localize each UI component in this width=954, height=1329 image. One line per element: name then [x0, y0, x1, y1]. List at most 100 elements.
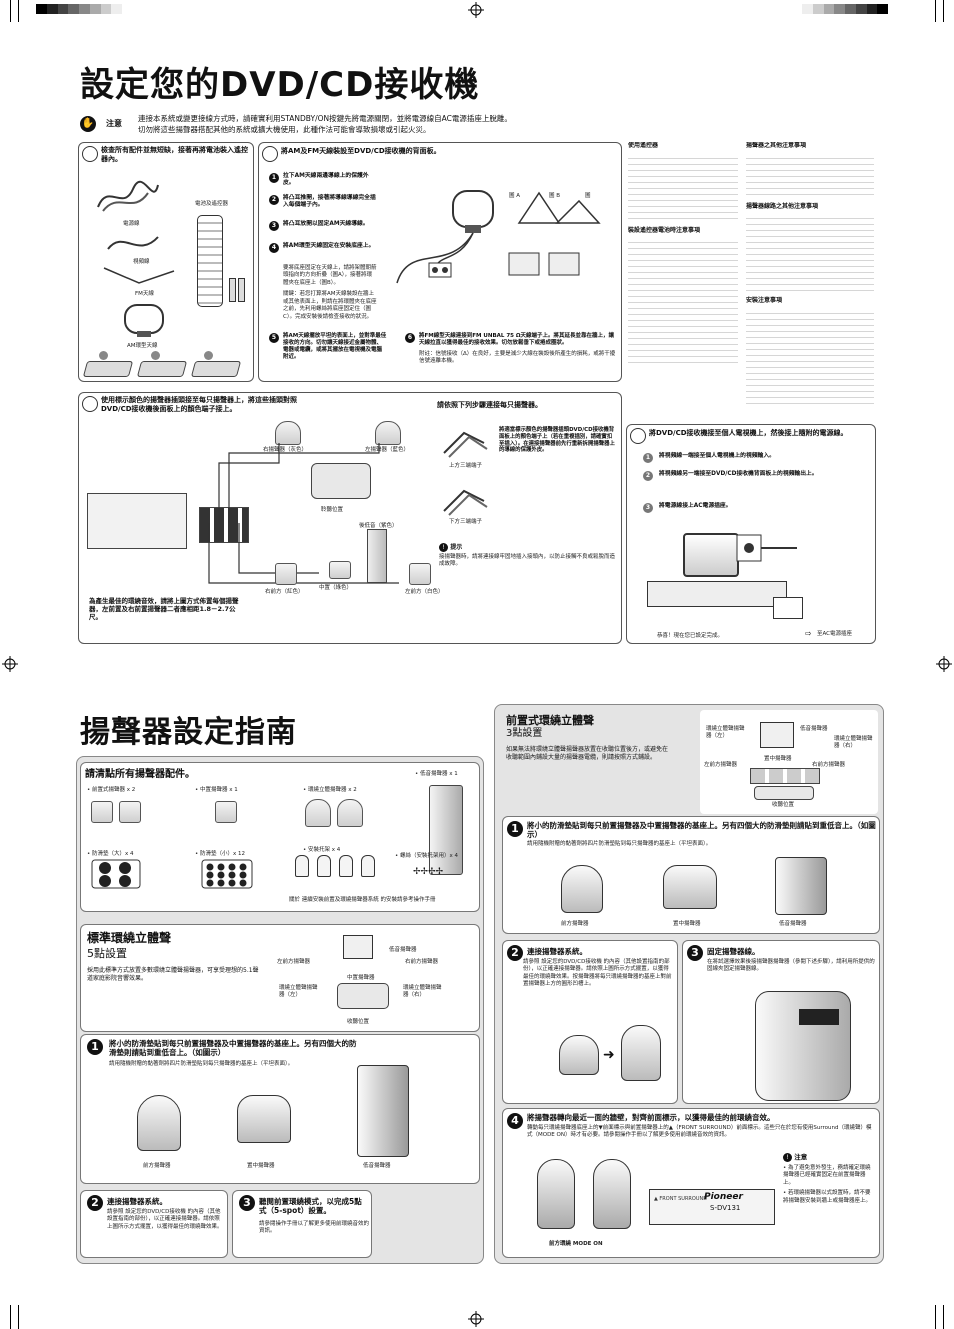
item-fm-antenna: FM天線	[135, 291, 154, 297]
label-listening-position: 收聽位置	[772, 802, 795, 808]
tv-illustration	[343, 935, 373, 959]
label-front-speaker: 前方揚聲器	[143, 1163, 171, 1169]
antenna-step-5: 5 將AM天線擺放平坦的表面上，並對準最佳接收的方向。切勿讓天線接近金屬物體、電…	[269, 333, 387, 361]
crop-mark	[935, 1305, 936, 1329]
step-number: 1	[87, 1039, 103, 1055]
fig-b-label: 圖 B	[549, 193, 561, 199]
center-speaker-base-illustration	[663, 865, 717, 909]
front-speaker-turned-illustration	[593, 1159, 631, 1229]
standard-step-2-box: 2 連接揚聲器系統。 請參照 設定您的DVD/CD接收機 的內容（其他設置指南的…	[80, 1190, 228, 1258]
receiver-front-illustration	[647, 581, 787, 607]
front3-note-2: • 若環繞揚聲器以式設置時，請不要將揚聲器安裝到牆上或揚聲器座上。	[783, 1190, 872, 1204]
standard-step-1-box: 1 將小的防滑墊貼到每只前置揚聲器及中置揚聲器的基座上。另有四個大的防滑墊則請貼…	[80, 1034, 480, 1184]
center-speaker-illustration	[215, 801, 237, 823]
page2-title: 揚聲器設定指南	[80, 715, 297, 750]
antenna-step-4-detail-2: 關鍵：若您打算將AM天線裝設在牆上或其他表面上，則請在將環體夾在底座之前，先利用…	[283, 291, 377, 320]
front-speaker-base-illustration	[137, 1095, 181, 1151]
remote-heading-2: 裝設遙控器電池時注意事項	[628, 226, 701, 234]
step-number: 2	[87, 1195, 103, 1211]
step-number: 4	[507, 1113, 523, 1129]
antenna-step-2: 將凸耳推開，接著將導線導線完全插入每個端子內。	[283, 195, 376, 209]
tip-block: ! 提示 接揚聲器時，請將連接線牢固地插入接頭內，以防止接觸不良或鬆脫而造成故障…	[439, 543, 619, 569]
sofa-illustration	[337, 983, 389, 1009]
small-pads-illustration	[201, 859, 253, 889]
front3-mode-label: 前方環繞 MODE ON	[549, 1241, 603, 1247]
pioneer-label-illustration	[799, 1009, 839, 1025]
label-left-front: 左前方（白色）	[405, 589, 444, 595]
tip-icon: !	[439, 543, 448, 552]
front3-step-2-box: 2 連接揚聲器系統。 請參照 設定您的DVD/CD接收機 的內容（其他設置指南的…	[502, 940, 678, 1104]
tip-text: 接揚聲器時，請將連接線牢固地插入接頭內，以防止接觸不良或鬆脫而造成故障。	[439, 554, 616, 568]
front3-heading: 前置式環繞立體聲	[506, 714, 594, 727]
check-accessories-box: 檢查所有配件並無短缺，接著再將電池裝入遙控器內。 電源線 電池及遙控器 視頻線 …	[78, 142, 254, 382]
label-left-front: 左前方揚聲器	[277, 959, 311, 965]
front-speaker-base-illustration	[561, 865, 603, 913]
speaker-terminal-panel	[199, 507, 249, 543]
step-number: 3	[687, 945, 703, 961]
ac-outlet-arrow-icon: ⇨	[805, 629, 812, 638]
step-circle	[82, 146, 98, 162]
label-listening-position: 聆聽位置	[321, 507, 344, 513]
front-speaker-illustration	[91, 801, 113, 823]
step-circle	[82, 396, 98, 412]
step-number: 3	[239, 1195, 255, 1211]
tv-step-1: 將視頻線一端接至個人電視機上的視頻輸入。	[659, 453, 775, 459]
item-am-antenna: AM環型天線	[127, 343, 158, 349]
lower-terminal-illustration	[443, 489, 488, 516]
parts-woofer: • 低音揚聲器 x 1	[415, 771, 458, 777]
front3-step-1-text: 將小的防滑墊貼到每只前置揚聲器及中置揚聲器的基座上。另有四個大的防滑墊則請貼到重…	[527, 821, 876, 840]
tv-illustration	[760, 722, 794, 748]
remote-battery-step-illustration	[82, 361, 134, 377]
note-label: 注意	[794, 1153, 808, 1161]
surround-on-front-illustration	[621, 1025, 661, 1081]
sofa-illustration	[311, 463, 371, 499]
standard-step-1-sub: 請用隨機附贈的黏著劑將四片防滑墊貼到每只揚聲器的基座上（平坦表面）。	[109, 1061, 294, 1067]
label-woofer-speaker: 低音揚聲器	[363, 1163, 391, 1169]
model-label: S-DV131	[710, 1204, 741, 1212]
speaker-wiring-lines	[208, 443, 399, 584]
bracket-illustration	[339, 855, 353, 877]
step-number: 1	[643, 453, 653, 463]
label-center-speaker: 置中揚聲器	[247, 1163, 275, 1169]
label-right-speaker: 右揚聲器（灰色）	[262, 447, 307, 453]
standard-step-3-text: 聽閱前置環繞模式，以完成5點式（5-spot）設置。	[259, 1197, 362, 1216]
front3-layout-diagram: 環繞立體聲揚聲器（左） 低音揚聲器 環繞立體聲揚聲器（右） 左前方揚聲器 置中揚…	[700, 710, 878, 814]
speaker-connection-box: 使用標示顏色的揚聲器插頭接至每只揚聲器上，將這些插頭對照DVD/CD接收機後面板…	[78, 392, 622, 644]
item-power-cord: 電源線	[123, 221, 140, 227]
label-left-front: 左前方揚聲器	[704, 762, 738, 768]
step-number: 5	[269, 333, 279, 343]
woofer-base-illustration	[775, 857, 827, 915]
right-speaker-illustration	[275, 421, 301, 445]
parts-front: • 前置式揚聲器 x 2	[87, 787, 136, 793]
parts-pad-small: • 防滑墊（小）x 12	[195, 851, 245, 857]
tv-ac-label: 至AC電源插座	[817, 631, 853, 637]
battery-illustration	[229, 278, 236, 302]
antenna-step-3: 將凸耳放開以固定AM天線導線。	[283, 221, 369, 227]
label-surround-left: 環繞立體聲揚聲器（左）	[279, 985, 318, 998]
antenna-step-6: 6 將FM線型天線連接到FM UNBAL 75 Ω天線端子上。將其延長並靠在牆上…	[405, 333, 617, 366]
left-speaker-illustration	[375, 421, 401, 445]
brand-logo: Pioneer	[704, 1192, 743, 1202]
label-upper-terminal: 上方三端端子	[449, 463, 483, 469]
caution-icon: !	[783, 1153, 792, 1162]
label-surround-right: 環繞立體聲揚聲器（右）	[834, 736, 873, 749]
fig-c-label: 圖	[585, 193, 591, 199]
remote-heading-3: 揚聲器之其他注意事項	[746, 142, 807, 149]
parts-pad-large: • 防滑墊（大）x 4	[87, 851, 134, 857]
crop-mark	[943, 1305, 944, 1329]
front3-step-3-sub: 在將試選擇效果後接揚聲器揚聲器（參閱下述步驟），請利用所提供的固線夾固定揚聲器線…	[707, 959, 875, 973]
label-surround-left: 環繞立體聲揚聲器（左）	[706, 726, 745, 739]
woofer-base-illustration	[357, 1065, 409, 1157]
video-cable-illustration	[107, 236, 159, 250]
tv-step-2: 將視頻線另一端接至DVD/CD接收機背面板上的視頻輸出上。	[659, 471, 818, 477]
front3-note-1: • 為了避免意外發生，務請確定環繞揚聲器已經確實固定在前置揚聲器上。	[783, 1165, 871, 1186]
standard-desc: 採用此標準方式放置多數環繞立體聲揚聲器，可享受理想的5.1聲道家庭影院音響效果。	[87, 967, 259, 982]
front3-step-2-sub: 請參照 設定您的DVD/CD接收機 的內容（其他設置指南的部份），以正確連接揚聲…	[523, 959, 672, 988]
left-front-speaker-illustration	[409, 563, 431, 585]
crop-mark	[18, 0, 19, 22]
label-center-speaker: 置中揚聲器	[673, 921, 701, 927]
step-number: 2	[269, 195, 279, 205]
center-speaker-base-illustration	[237, 1095, 291, 1143]
step-number: 3	[269, 221, 279, 231]
